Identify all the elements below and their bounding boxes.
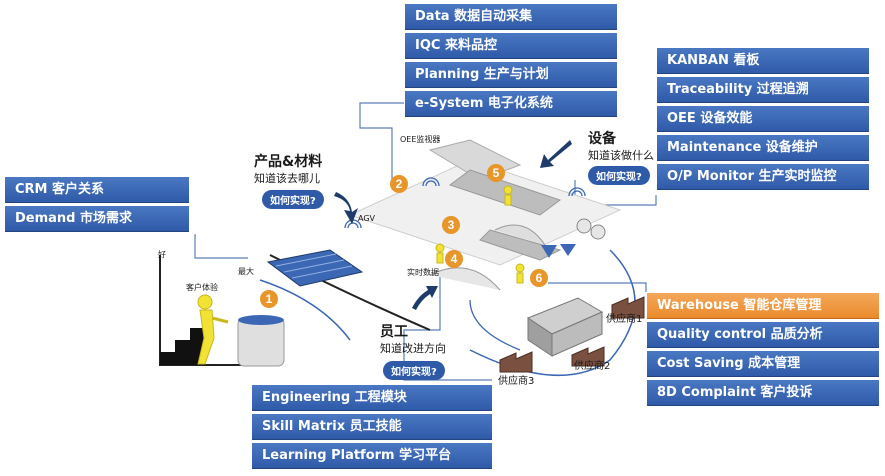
- worker-figures: [435, 185, 525, 284]
- cost-saving-box[interactable]: Cost Saving 成本管理: [647, 351, 879, 377]
- engineering-box[interactable]: Engineering 工程模块: [252, 385, 492, 411]
- node-4[interactable]: 4: [445, 250, 463, 268]
- op-monitor-box[interactable]: O/P Monitor 生产实时监控: [657, 164, 869, 190]
- supplier1-label: 供应商1: [606, 314, 643, 325]
- stair-axis-label: 好: [158, 250, 166, 259]
- node-2[interactable]: 2: [390, 175, 408, 193]
- oee-box[interactable]: OEE 设备效能: [657, 106, 869, 132]
- demand-box[interactable]: Demand 市场需求: [5, 206, 189, 232]
- conveyor: [266, 249, 364, 287]
- supplier-icons: [499, 296, 645, 373]
- direction-arrows: [334, 140, 572, 310]
- staff-group: Engineering 工程模块 Skill Matrix 员工技能 Learn…: [252, 385, 492, 472]
- product-how-pill[interactable]: 如何实现?: [262, 190, 324, 209]
- monitoring-group: KANBAN 看板 Traceability 过程追溯 OEE 设备效能 Mai…: [657, 48, 869, 193]
- connector-data-top: [359, 102, 404, 180]
- data-collection-group: Data 数据自动采集 IQC 来料品控 Planning 生产与计划 e-Sy…: [405, 4, 617, 120]
- oee-monitor-label: OEE监视器: [400, 135, 441, 144]
- supplier2-label: 供应商2: [574, 361, 611, 372]
- 8d-complaint-box[interactable]: 8D Complaint 客户投诉: [647, 380, 879, 406]
- customer-experience-label: 客户体验: [186, 283, 218, 292]
- customer-group: CRM 客户关系 Demand 市场需求: [5, 177, 189, 235]
- maintenance-box[interactable]: Maintenance 设备维护: [657, 135, 869, 161]
- realtime-data-label: 实时数据: [407, 268, 439, 277]
- staff-subtitle: 知道改进方向: [380, 342, 446, 355]
- warehouse-group: Warehouse 智能仓库管理 Quality control 品质分析 Co…: [647, 293, 879, 409]
- product-title: 产品&材料: [254, 154, 323, 170]
- supplier3-label: 供应商3: [498, 376, 535, 387]
- connector-bottom: [403, 273, 492, 381]
- node-3[interactable]: 3: [442, 216, 460, 234]
- connector-right-top: [574, 180, 657, 206]
- product-container: [237, 317, 285, 367]
- learning-platform-box[interactable]: Learning Platform 学习平台: [252, 443, 492, 469]
- stair-top-label: 最大: [238, 267, 254, 276]
- data-auto-collection-box[interactable]: Data 数据自动采集: [405, 4, 617, 30]
- staff-how-pill[interactable]: 如何实现?: [383, 361, 445, 380]
- iqc-box[interactable]: IQC 来料品控: [405, 33, 617, 59]
- node-6[interactable]: 6: [530, 269, 548, 287]
- tunnel-lower: [429, 267, 501, 291]
- device-subtitle: 知道该做什么: [588, 149, 654, 162]
- flow-curve: [259, 279, 351, 341]
- warehouse-box[interactable]: Warehouse 智能仓库管理: [647, 293, 879, 319]
- product-subtitle: 知道该去哪儿: [254, 172, 320, 185]
- stair-steps: [160, 328, 205, 365]
- connector-right-bottom: [548, 282, 647, 292]
- quality-control-box[interactable]: Quality control 品质分析: [647, 322, 879, 348]
- planning-box[interactable]: Planning 生产与计划: [405, 62, 617, 88]
- traceability-box[interactable]: Traceability 过程追溯: [657, 77, 869, 103]
- tunnel: [494, 224, 546, 246]
- node-1[interactable]: 1: [260, 290, 278, 308]
- staff-title: 员工: [380, 324, 408, 340]
- device-title: 设备: [588, 131, 616, 147]
- agv-label: AGV: [358, 214, 376, 223]
- node-5[interactable]: 5: [487, 164, 505, 182]
- connector-left: [194, 234, 248, 259]
- skill-matrix-box[interactable]: Skill Matrix 员工技能: [252, 414, 492, 440]
- e-system-box[interactable]: e-System 电子化系统: [405, 91, 617, 117]
- customer-figure: [197, 294, 213, 310]
- crm-box[interactable]: CRM 客户关系: [5, 177, 189, 203]
- device-how-pill[interactable]: 如何实现?: [588, 166, 650, 185]
- kanban-box[interactable]: KANBAN 看板: [657, 48, 869, 74]
